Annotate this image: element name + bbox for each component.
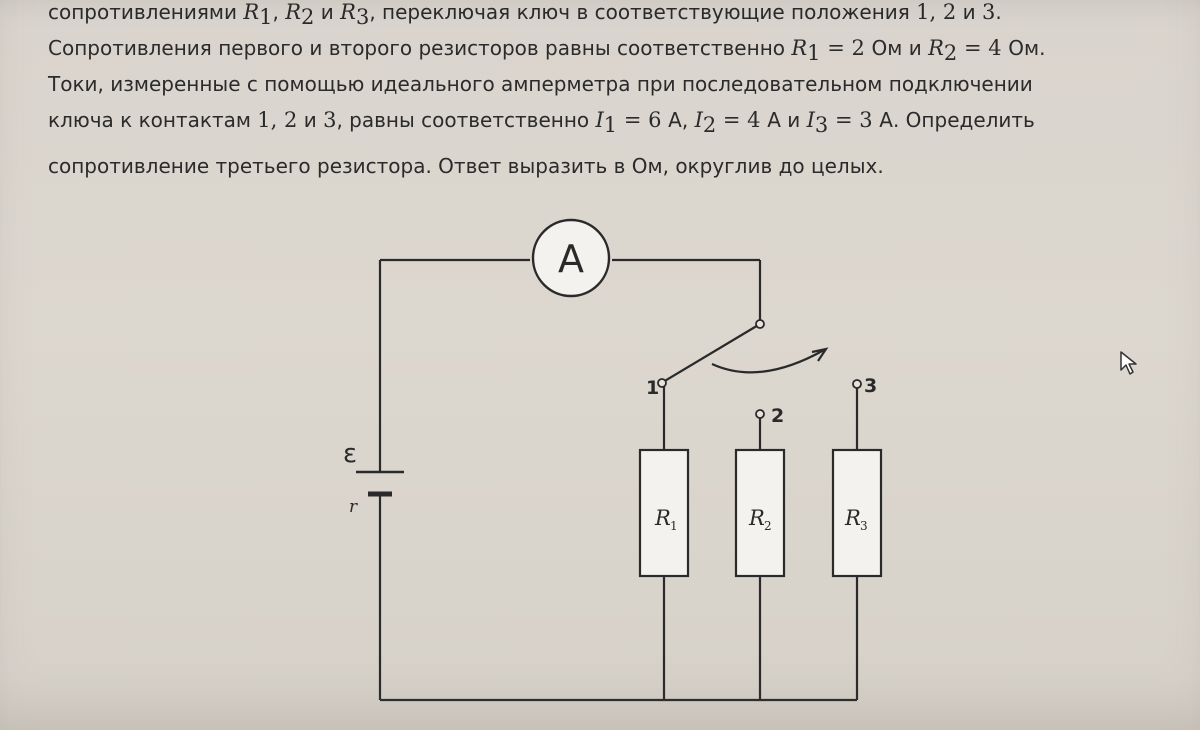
- contact-3: [852, 379, 862, 389]
- emf-label: ε: [343, 439, 357, 469]
- switch-blade: [657, 323, 761, 386]
- resistor-3-subscript: 3: [860, 519, 868, 533]
- resistor-3-letter: R: [844, 506, 861, 530]
- contact-2-label: 2: [771, 405, 784, 427]
- problem-line-2: Сопротивления первого и второго резистор…: [48, 36, 1046, 65]
- problem-line-5: сопротивление третьего резистора. Ответ …: [48, 154, 884, 178]
- resistor-2-body: [734, 448, 786, 578]
- resistor-3-body: [831, 448, 883, 578]
- resistor-1: R 1: [638, 448, 690, 578]
- problem-text: сопротивлениями R1, R2 и R3, переключая …: [48, 0, 1158, 184]
- resistor-1-letter: R: [654, 506, 671, 530]
- problem-line-4: ключа к контактам 1, 2 и 3, равны соотве…: [48, 108, 1035, 137]
- resistor-2: R 2: [734, 448, 786, 578]
- problem-line-3: Токи, измеренные с помощью идеального ам…: [48, 72, 1033, 96]
- resistor-2-letter: R: [748, 506, 765, 530]
- ammeter: A: [531, 218, 611, 298]
- ammeter-label: A: [558, 237, 584, 281]
- resistor-1-subscript: 1: [670, 519, 678, 533]
- circuit-wires: [378, 258, 859, 702]
- contact-3-label: 3: [864, 375, 877, 397]
- resistor-2-subscript: 2: [764, 519, 772, 533]
- switch-pivot-contact: [755, 319, 765, 329]
- resistor-3: R 3: [831, 448, 883, 578]
- resistor-1-body: [638, 448, 690, 578]
- mouse-pointer-icon: [1120, 351, 1137, 375]
- switch-arc-arrowhead: [811, 347, 829, 362]
- battery-symbol: [356, 470, 404, 497]
- contact-1: [657, 378, 667, 388]
- switch-arc: [711, 349, 825, 374]
- contact-2: [755, 409, 765, 419]
- internal-resistance-label: r: [349, 497, 358, 517]
- ammeter-circle: [531, 218, 611, 298]
- contact-1-label: 1: [646, 377, 659, 399]
- problem-line-1: сопротивлениями R1, R2 и R3, переключая …: [48, 0, 1002, 29]
